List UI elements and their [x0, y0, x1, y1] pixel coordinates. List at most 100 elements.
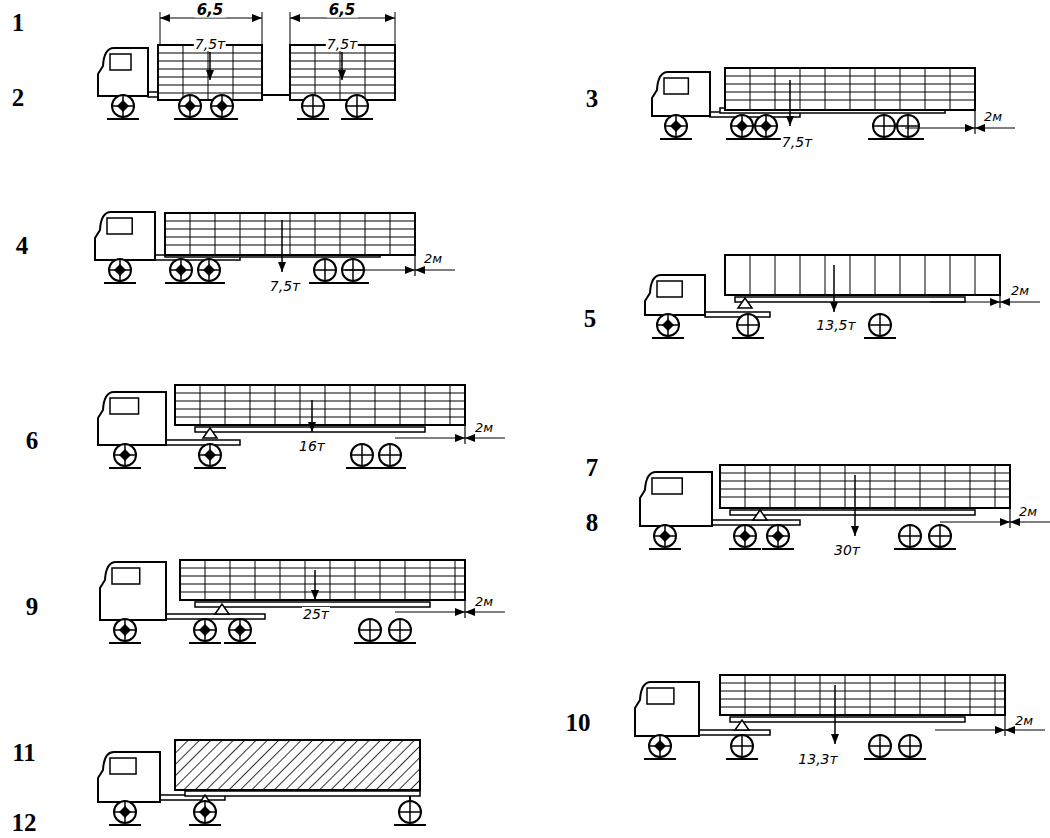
ground-line: [649, 548, 681, 550]
cargo-slat: [720, 489, 1010, 490]
cargo-post: [340, 213, 341, 255]
dimension-arrow: [975, 124, 985, 132]
arrow-head: [385, 14, 395, 22]
drive-hub: [119, 449, 131, 461]
wheel: [109, 259, 131, 281]
drive-hub: [654, 740, 666, 752]
cargo-post: [750, 68, 751, 110]
load-arrow-head: [338, 70, 346, 80]
cargo-slat: [720, 699, 1005, 700]
chassis-frame: [185, 791, 420, 796]
ground-line: [206, 118, 238, 120]
cargo-post: [900, 68, 901, 110]
truck-cab: [635, 682, 699, 736]
ground-line: [394, 824, 426, 826]
cab-window: [107, 218, 132, 234]
cargo-post: [365, 45, 366, 100]
overhang-dimension: 2м: [1015, 714, 1033, 727]
cargo-slat: [180, 576, 465, 577]
cargo-body: [175, 385, 465, 425]
drive-hub: [662, 319, 674, 331]
wheel: [359, 619, 381, 641]
cargo-body: [158, 45, 262, 100]
load-arrow-head: [830, 302, 838, 312]
wheel: [314, 259, 336, 281]
cargo-body: [725, 255, 1000, 295]
truck-cab: [645, 275, 705, 315]
figure-number: 12: [12, 809, 37, 834]
cargo-post: [775, 68, 776, 110]
dimension-arrow: [465, 434, 475, 442]
load-label: 30т: [833, 543, 861, 557]
ground-line: [109, 824, 141, 826]
wheel: [198, 259, 220, 281]
cargo-post: [300, 385, 301, 425]
ground-line: [660, 138, 692, 140]
wheel: [399, 801, 421, 823]
cargo-slat: [720, 473, 1010, 474]
cargo-slat: [180, 592, 465, 593]
cargo-slat: [720, 481, 1010, 482]
drive-hub: [114, 264, 126, 276]
ground-line: [104, 282, 136, 284]
wheel: [869, 314, 891, 336]
wheel: [929, 525, 951, 547]
wheel: [873, 115, 895, 137]
wheel: [731, 115, 753, 137]
dimension-arrow: [455, 608, 465, 616]
ground-line: [193, 282, 225, 284]
cargo-post: [215, 213, 216, 255]
dimension-line: [345, 269, 415, 270]
ground-line: [762, 548, 794, 550]
dimension-tick: [464, 600, 465, 618]
wheel: [897, 115, 919, 137]
dimension-line: [940, 521, 1010, 522]
wheel: [112, 95, 134, 117]
wheel-cross: [409, 801, 411, 823]
dimension-tick: [1004, 715, 1005, 736]
wheel: [194, 801, 216, 823]
chassis-frame: [166, 440, 240, 445]
overhang-dimension: 2м: [1011, 284, 1029, 297]
drive-hub: [216, 100, 228, 112]
load-label: 7,5т: [269, 279, 301, 293]
dimension-line: [395, 437, 465, 438]
cargo-post: [770, 465, 771, 508]
cargo-post: [350, 385, 351, 425]
load-label: 7,5т: [781, 135, 813, 149]
wheel-cross: [361, 444, 363, 466]
wheel: [657, 314, 679, 336]
cargo-post: [770, 675, 771, 715]
ground-line: [189, 642, 221, 644]
ground-line: [109, 642, 141, 644]
load-label: 16т: [298, 439, 326, 453]
wheel: [114, 619, 136, 641]
cargo-post: [365, 213, 366, 255]
wheel: [346, 95, 368, 117]
truck-cab: [98, 48, 148, 96]
dimension-line: [905, 127, 975, 128]
cargo-post: [950, 68, 951, 110]
cab-window: [657, 281, 682, 297]
cargo-post: [845, 675, 846, 715]
cargo-post: [995, 465, 996, 508]
wheel: [229, 619, 251, 641]
cargo-post: [995, 675, 996, 715]
cab-window: [110, 398, 139, 414]
ground-line: [924, 548, 956, 550]
dimension-arrow: [1000, 298, 1010, 306]
chassis-frame: [730, 510, 975, 515]
cargo-post: [800, 68, 801, 110]
drive-hub: [175, 264, 187, 276]
cargo-post: [380, 560, 381, 600]
ground-line: [892, 138, 924, 140]
cargo-slat: [175, 401, 465, 402]
cargo-body: [725, 68, 975, 110]
truck-cab: [640, 472, 712, 526]
arrow-head: [290, 14, 300, 22]
cab-window: [112, 568, 140, 584]
cargo-post: [183, 45, 184, 100]
truck-cab: [652, 72, 710, 116]
wheel-cross: [939, 525, 941, 547]
